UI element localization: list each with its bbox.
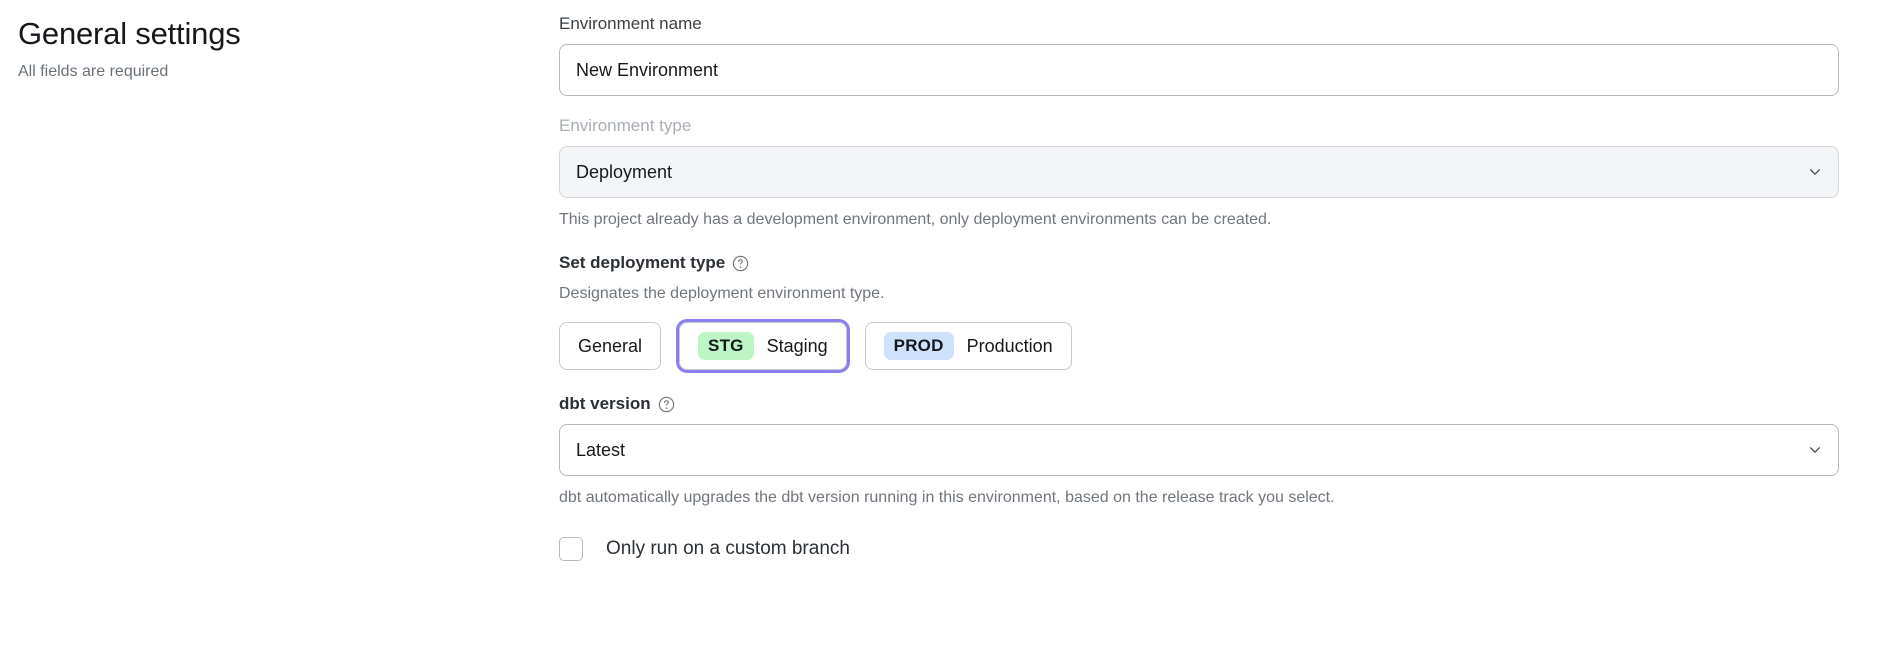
custom-branch-checkbox[interactable] [559, 537, 583, 561]
environment-name-input[interactable] [559, 44, 1839, 96]
page-header: General settings All fields are required [18, 14, 518, 83]
deployment-type-label: Set deployment type [559, 253, 726, 272]
dbt-version-value: Latest [576, 439, 626, 460]
custom-branch-row: Only run on a custom branch [559, 537, 1839, 561]
deployment-type-option-staging[interactable]: STG Staging [679, 322, 847, 370]
deployment-type-label-row: Set deployment type [559, 251, 1839, 275]
dbt-version-label-row: dbt version [559, 392, 1839, 416]
production-badge: PROD [883, 332, 954, 360]
deployment-type-option-general-label: General [578, 335, 643, 356]
settings-form: Environment name Environment type Deploy… [559, 12, 1839, 561]
deployment-type-field: Set deployment type Designates the deplo… [559, 251, 1839, 370]
environment-type-label: Environment type [559, 116, 692, 135]
dbt-version-field: dbt version Latest dbt automatically upg… [559, 392, 1839, 509]
environment-name-field: Environment name [559, 12, 1839, 96]
chevron-down-icon [1809, 169, 1821, 175]
deployment-type-option-production[interactable]: PROD Production [864, 322, 1072, 370]
custom-branch-label[interactable]: Only run on a custom branch [606, 538, 850, 559]
dbt-version-select[interactable]: Latest [559, 424, 1839, 476]
page-title: General settings [18, 16, 241, 51]
dbt-version-label: dbt version [559, 394, 651, 413]
deployment-type-option-staging-label: Staging [766, 335, 828, 356]
deployment-type-option-production-label: Production [966, 335, 1053, 356]
deployment-type-option-general[interactable]: General [559, 322, 662, 370]
question-circle-icon[interactable] [732, 255, 749, 272]
question-circle-icon[interactable] [658, 396, 675, 413]
dbt-version-help-text: dbt automatically upgrades the dbt versi… [559, 489, 1335, 506]
deployment-type-description: Designates the deployment environment ty… [559, 285, 885, 302]
environment-name-label: Environment name [559, 14, 702, 33]
staging-badge: STG [698, 332, 754, 360]
environment-type-field: Environment type Deployment This project… [559, 114, 1839, 231]
environment-type-value: Deployment [576, 161, 673, 182]
environment-type-help-text: This project already has a development e… [559, 211, 1272, 228]
page-subtitle: All fields are required [18, 63, 169, 80]
chevron-down-icon [1809, 447, 1821, 453]
deployment-type-options: General STG Staging PROD Production [559, 322, 1839, 370]
environment-type-select[interactable]: Deployment [559, 146, 1839, 198]
